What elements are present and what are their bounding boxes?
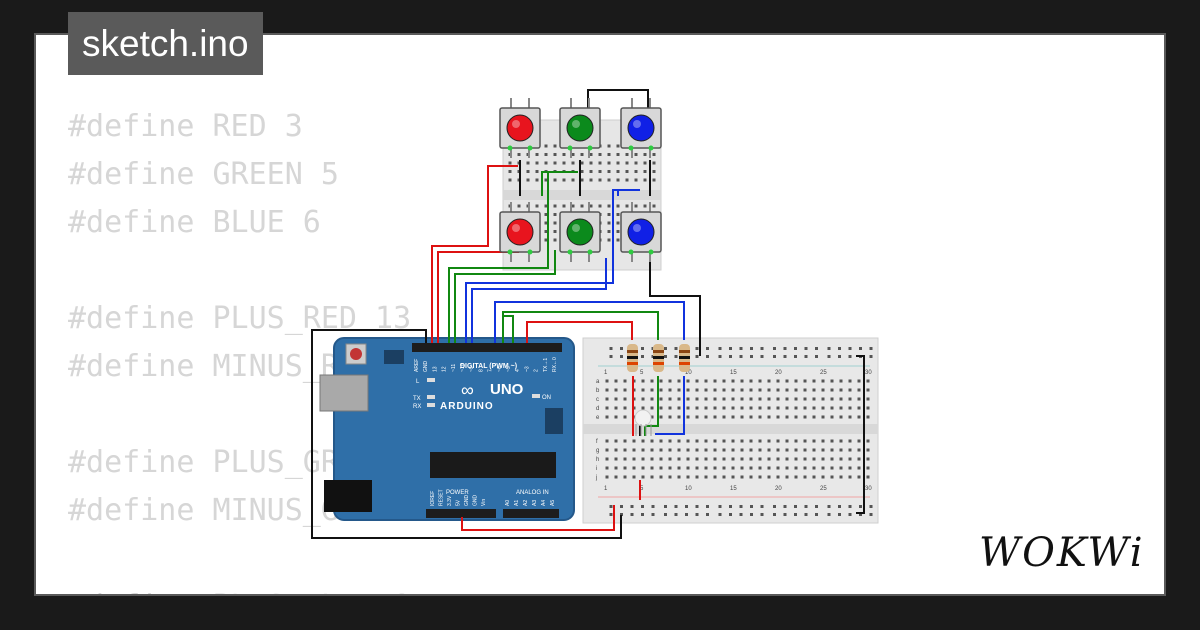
breadboard-col-label: 25 [820,370,827,376]
breadboard-col-label: 5 [640,370,644,376]
breadboard-row-label: j [595,475,597,481]
wokwi-logo: WOKWi [975,524,1155,589]
led-tx-label: TX [413,396,421,402]
power-header [426,509,496,518]
breadboard-col-label: 20 [775,370,782,376]
usb-port [319,374,369,412]
power-jack [324,480,372,512]
digital-pin-label: AREF [414,359,420,372]
breadboard-row-label: e [596,415,600,421]
power-label: POWER [446,490,469,496]
analog-label: ANALOG IN [516,490,549,496]
digital-label: DIGITAL (PWM ~) [460,363,517,370]
on-label: ON [542,395,551,401]
rgb-led[interactable] [634,409,652,436]
breadboard-row-label: c [596,397,599,403]
push-buttons [499,98,662,262]
file-tab-label: sketch.ino [82,23,249,64]
breadboard-row-label: i [596,466,597,472]
breadboard-col-label: 1 [604,370,608,376]
code-line: #define GREEN 5 [68,157,339,192]
svg-text:WOKWi: WOKWi [979,530,1145,576]
power-pin-label: Vin [481,499,487,506]
analog-pin-label: A1 [514,500,520,506]
breadboard-col-label: 20 [775,486,782,492]
digital-pin-label: ~9 [469,366,475,372]
breadboard-col-label: 15 [730,370,737,376]
arduino-model: UNO [490,381,524,398]
push-button-blue[interactable] [620,98,662,158]
breadboard-col-label: 25 [820,486,827,492]
breadboard-row-label: h [596,457,599,463]
code-line: #define RED 3 [68,109,303,144]
digital-pin-label: 8 [478,369,484,372]
arduino-brand: ARDUINO [440,401,494,412]
resistor-red [627,344,638,372]
breadboard-col-label: 5 [640,486,644,492]
atmega-chip [430,452,556,478]
analog-pin-label: A4 [541,500,547,506]
digital-pin-label: 2 [534,369,540,372]
resistor-green [653,344,664,372]
digital-pin-label: ~10 [460,363,466,372]
breadboard-row-label: b [596,388,600,394]
digital-pin-label: 12 [442,366,448,372]
push-button-red[interactable] [499,98,541,158]
digital-pin-label: ~6 [497,366,503,372]
wires [311,89,865,539]
breadboard-row-label: d [596,406,599,412]
breadboard-row-label: f [596,439,598,445]
breadboard-row-label: a [596,379,600,385]
digital-pin-label: RX←0 [552,357,558,372]
power-pin-label: RESET [439,489,445,506]
resistors [627,344,690,372]
file-tab[interactable]: sketch.ino [68,12,263,75]
digital-pin-label: 4 [515,369,521,372]
push-button-red[interactable] [499,202,541,262]
breadboard-col-label: 30 [865,370,872,376]
analog-pin-label: A3 [532,500,538,506]
digital-pin-label: ~3 [524,366,530,372]
power-pin-label: GND [473,495,479,507]
breadboard-col-label: 10 [685,370,692,376]
wokwi-logo-mark: WOKWi [979,530,1145,576]
breadboard-col-label: 30 [865,486,872,492]
digital-pin-label: 7 [488,369,494,372]
push-button-blue[interactable] [620,202,662,262]
led-l-label: L [416,379,420,385]
resistor-blue [679,344,690,372]
power-pin-label: GND [464,495,470,507]
push-button-green[interactable] [559,202,601,262]
power-pin-label: 5V [456,499,462,506]
arduino-uno-board[interactable]: ∞ UNO ARDUINO DIGITAL (PWM ~) POWER ANAL… [319,337,575,521]
digital-pin-label: ~11 [451,364,457,372]
analog-pin-label: A0 [505,500,511,506]
arduino-logo-symbol: ∞ [461,380,474,400]
breadboard-col-label: 15 [730,486,737,492]
breadboard-row-label: g [596,448,599,454]
digital-pin-label: TX→1 [543,358,549,372]
digital-pin-label: GND [423,361,429,373]
analog-pin-label: A5 [550,500,556,506]
code-line: #define BLUE 6 [68,205,321,240]
push-button-green[interactable] [559,98,601,158]
led-rx-label: RX [413,404,421,410]
analog-pin-label: A2 [523,500,529,506]
digital-pin-label: ~5 [506,366,512,372]
power-pin-label: IOREF [430,491,436,506]
analog-header [503,509,559,518]
code-line: #define PLUS_BLUE 9 [68,583,465,594]
breadboard-col-label: 10 [685,486,692,492]
digital-header [412,343,562,352]
breadboard-col-label: 1 [604,486,608,492]
breadboard-holes [605,347,873,516]
power-pin-label: 3.3V [447,495,453,506]
digital-pin-label: 13 [432,366,438,372]
